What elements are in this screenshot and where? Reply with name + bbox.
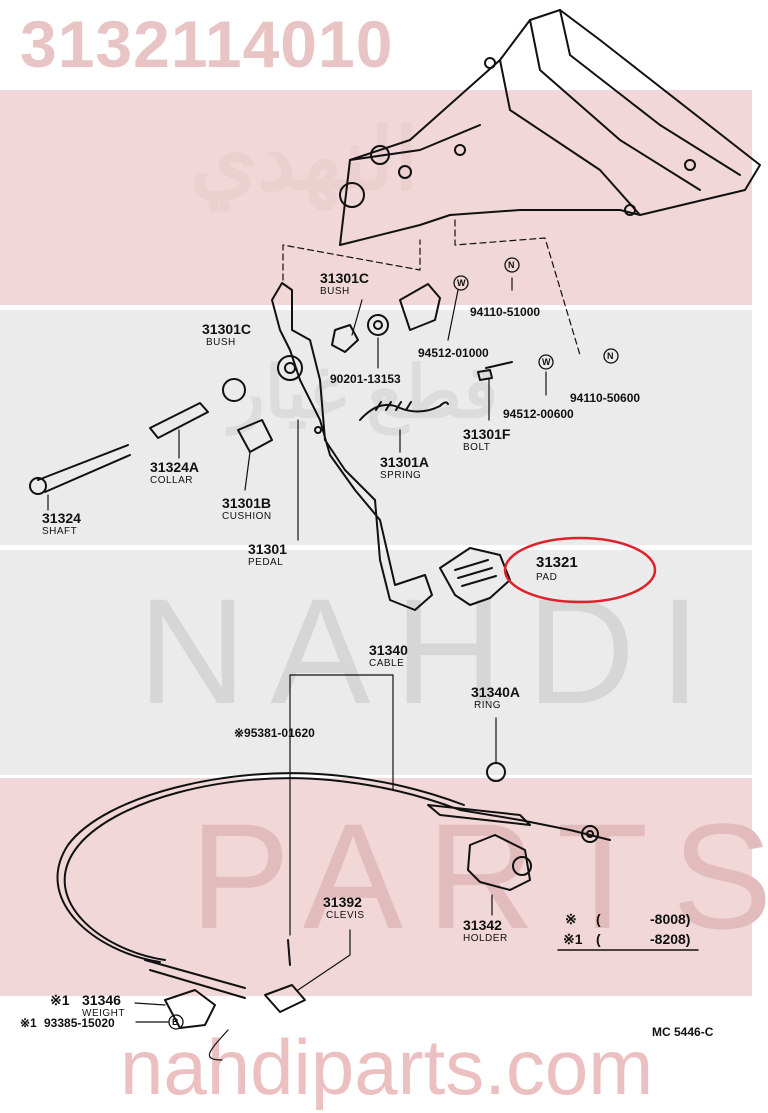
part-31301b-name: CUSHION — [222, 511, 272, 522]
ring-drawing — [486, 762, 506, 782]
part-31340a-name: RING — [474, 700, 501, 711]
footer-code: MC 5446-C — [652, 1025, 714, 1039]
legend-mark-2: ※1 — [563, 931, 583, 947]
part-31392-id: 31392 — [323, 894, 362, 910]
legend-open-1: ( — [596, 911, 601, 927]
circle-b: B — [172, 1017, 179, 1027]
part-31301-id: 31301 — [248, 541, 287, 557]
part-31340a-id: 31340A — [471, 684, 521, 700]
part-95381-01620: ※95381-01620 — [234, 726, 315, 740]
legend-open-2: ( — [596, 931, 601, 947]
part-31301a-name: SPRING — [380, 470, 422, 481]
part-31324a-name: COLLAR — [150, 475, 194, 486]
part-94110-51000: 94110-51000 — [470, 305, 541, 319]
part-94512-00600: 94512-00600 — [503, 407, 574, 421]
holder-drawing — [467, 834, 531, 891]
spring-drawing — [359, 401, 449, 421]
part-31301-name: PEDAL — [248, 557, 284, 568]
bolt-drawing — [477, 361, 513, 381]
part-90201-13153: 90201-13153 — [330, 372, 401, 386]
part-31340-name: CABLE — [369, 658, 405, 669]
watermark-band-grey — [0, 550, 752, 775]
part-31301b-id: 31301B — [222, 495, 272, 511]
part-31342-name: HOLDER — [463, 933, 508, 944]
legend-range-2: -8208) — [650, 931, 691, 947]
part-31346-id: 31346 — [82, 992, 121, 1008]
circle-w-2: W — [542, 357, 551, 367]
circle-n-1: N — [508, 260, 515, 270]
watermark-band-low — [0, 778, 752, 996]
pad-drawing — [439, 547, 511, 606]
part-31340-id: 31340 — [369, 642, 408, 658]
frame-bracket — [339, 9, 761, 246]
part-31301f-id: 31301F — [463, 426, 511, 442]
watermark-band-top — [0, 90, 752, 305]
part-31324-id: 31324 — [42, 510, 81, 526]
part-31301c-lower-name: BUSH — [206, 337, 236, 348]
part-31301a-id: 31301A — [380, 454, 430, 470]
part-31301c-lower-id: 31301C — [202, 321, 252, 337]
part-31301f-name: BOLT — [463, 442, 491, 453]
highlight-ellipse — [503, 536, 657, 604]
part-31321-name: PAD — [536, 572, 558, 583]
part-31346-prefix: ※1 — [50, 992, 70, 1008]
part-31301c-upper-id: 31301C — [320, 270, 370, 286]
legend-range-1: -8008) — [650, 911, 691, 927]
part-31321-id: 31321 — [536, 554, 578, 571]
shaft-drawing — [37, 444, 131, 493]
collar-drawing — [149, 402, 209, 439]
part-31324-name: SHAFT — [42, 526, 78, 537]
part-93385-prefix: ※1 — [20, 1016, 37, 1030]
circle-w-1: W — [457, 278, 466, 288]
cable-drawing — [63, 777, 611, 961]
part-94110-50600: 94110-50600 — [570, 391, 641, 405]
cushion-drawing — [237, 419, 273, 453]
clevis-drawing — [264, 984, 306, 1013]
circle-n-2: N — [607, 351, 614, 361]
weight-drawing — [164, 989, 216, 1029]
part-31342-id: 31342 — [463, 917, 502, 933]
part-93385-15020: 93385-15020 — [44, 1016, 115, 1030]
part-31301c-upper-name: BUSH — [320, 286, 350, 297]
legend-mark-1: ※ — [565, 911, 577, 927]
part-31392-name: CLEVIS — [326, 910, 365, 921]
pedal-arm — [271, 282, 433, 611]
part-31346-name: WEIGHT — [82, 1008, 125, 1019]
part-31324a-id: 31324A — [150, 459, 200, 475]
part-94512-01000: 94512-01000 — [418, 346, 489, 360]
sleeve-drawing — [399, 283, 441, 331]
